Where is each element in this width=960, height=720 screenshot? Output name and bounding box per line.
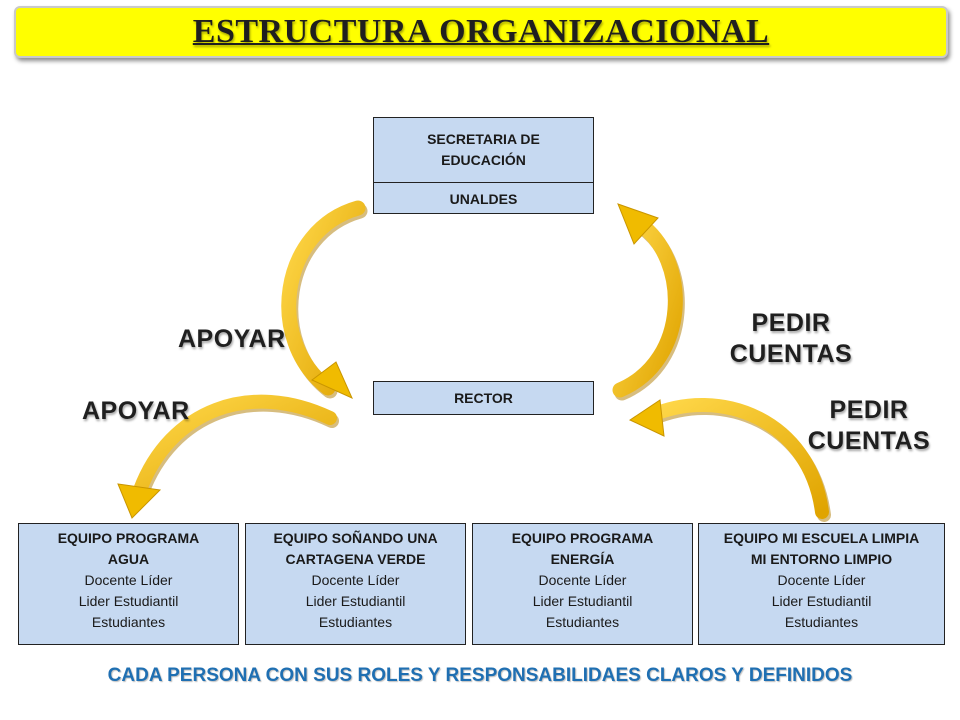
page-title: ESTRUCTURA ORGANIZACIONAL (192, 13, 770, 50)
team-role: Docente Líder (777, 572, 866, 588)
rector-box: RECTOR (373, 381, 594, 415)
pedir-cuentas-label-lower: PEDIR CUENTAS (804, 395, 934, 457)
team-name-line1: EQUIPO MI ESCUELA LIMPIA (723, 530, 920, 546)
unaldes-label: UNALDES (449, 190, 518, 207)
pedir-cuentas-lower-line1: PEDIR (829, 396, 909, 424)
team-role: Estudiantes (545, 614, 620, 630)
team-name-line1: EQUIPO PROGRAMA (511, 530, 654, 546)
arrow-pedir-upper (612, 203, 685, 401)
title-banner: ESTRUCTURA ORGANIZACIONAL (14, 6, 948, 58)
team-role: Lider Estudiantil (532, 593, 633, 609)
team-name-line2: ENERGÍA (550, 551, 615, 567)
footer-statement: CADA PERSONA CON SUS ROLES Y RESPONSABIL… (107, 665, 853, 686)
team-box-agua: EQUIPO PROGRAMA AGUA Docente Líder Lider… (18, 523, 239, 645)
team-name-line2: CARTAGENA VERDE (285, 551, 426, 567)
team-name-line2: MI ENTORNO LIMPIO (750, 551, 893, 567)
team-role: Lider Estudiantil (771, 593, 872, 609)
team-role: Estudiantes (91, 614, 166, 630)
arrow-apoyar-upper (281, 200, 368, 399)
team-box-escuela-limpia: EQUIPO MI ESCUELA LIMPIA MI ENTORNO LIMP… (698, 523, 945, 645)
apoyar-label-lower: APOYAR (82, 397, 190, 425)
team-name-line2: AGUA (107, 551, 150, 567)
team-role: Lider Estudiantil (305, 593, 406, 609)
pedir-cuentas-upper-line2: CUENTAS (729, 340, 853, 368)
secretaria-label: SECRETARIA DE EDUCACIÓN (374, 118, 593, 183)
team-role: Docente Líder (311, 572, 400, 588)
team-name-line1: EQUIPO SOÑANDO UNA (273, 530, 438, 546)
team-role: Docente Líder (538, 572, 627, 588)
secretaria-box: SECRETARIA DE EDUCACIÓN UNALDES (373, 117, 594, 214)
pedir-cuentas-label-upper: PEDIR CUENTAS (726, 308, 856, 370)
team-box-energia: EQUIPO PROGRAMA ENERGÍA Docente Líder Li… (472, 523, 693, 645)
team-name-line1: EQUIPO PROGRAMA (57, 530, 200, 546)
team-role: Estudiantes (318, 614, 393, 630)
team-role: Lider Estudiantil (78, 593, 179, 609)
rector-label: RECTOR (454, 389, 513, 406)
team-role: Estudiantes (784, 614, 859, 630)
arrow-apoyar-lower (117, 394, 339, 519)
apoyar-label-upper: APOYAR (178, 325, 286, 353)
team-role: Docente Líder (84, 572, 173, 588)
pedir-cuentas-upper-line1: PEDIR (751, 309, 831, 337)
pedir-cuentas-lower-line2: CUENTAS (807, 427, 931, 455)
team-box-cartagena-verde: EQUIPO SOÑANDO UNA CARTAGENA VERDE Docen… (245, 523, 466, 645)
arrow-pedir-lower (628, 397, 831, 522)
